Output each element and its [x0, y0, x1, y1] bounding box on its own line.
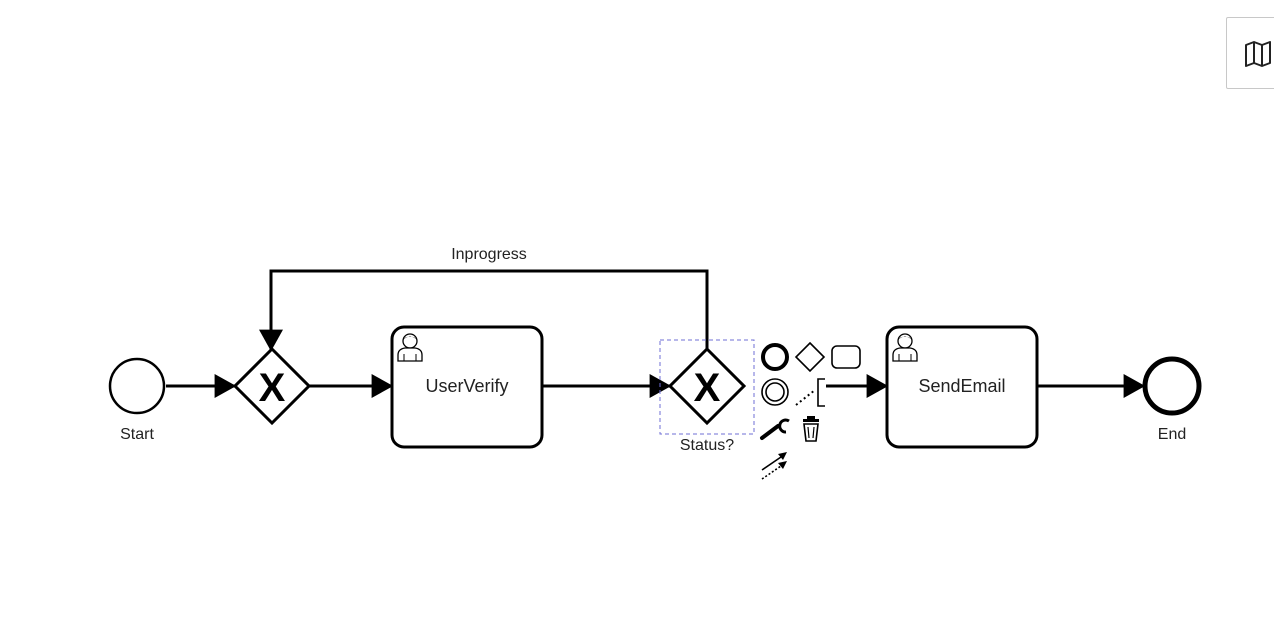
end-event-label: End: [1158, 426, 1186, 443]
task-send-email-label: SendEmail: [918, 376, 1005, 396]
start-event[interactable]: [108, 357, 166, 415]
text-annotation-icon[interactable]: [795, 378, 825, 407]
map-icon: [1245, 41, 1271, 67]
user-icon: [397, 333, 423, 362]
user-icon: [892, 333, 918, 362]
exclusive-gateway[interactable]: X: [232, 346, 312, 426]
task-user-verify-label: UserVerify: [425, 376, 508, 396]
delete-icon[interactable]: [803, 416, 819, 442]
flow-inprogress[interactable]: [259, 269, 709, 352]
task-send-email[interactable]: SendEmail: [885, 325, 1039, 449]
intermediate-event-icon[interactable]: [761, 378, 789, 406]
gateway-x-marker: X: [259, 366, 286, 410]
start-event-label: Start: [120, 426, 154, 443]
selection-outline: [659, 339, 755, 435]
status-gateway-x-marker: X: [694, 366, 721, 410]
status-gateway-label: Status?: [680, 437, 734, 454]
status-gateway[interactable]: X: [667, 346, 747, 426]
task-user-verify[interactable]: UserVerify: [390, 325, 544, 449]
end-event-icon[interactable]: [761, 343, 789, 371]
connect-icon[interactable]: [761, 452, 787, 480]
gateway-icon[interactable]: [794, 341, 826, 373]
context-pad: [760, 341, 861, 480]
end-event[interactable]: [1142, 356, 1202, 416]
wrench-icon[interactable]: [760, 418, 790, 440]
flow-inprogress-label: Inprogress: [451, 246, 527, 263]
task-icon[interactable]: [831, 345, 861, 369]
minimap-toggle-button[interactable]: [1226, 17, 1274, 89]
